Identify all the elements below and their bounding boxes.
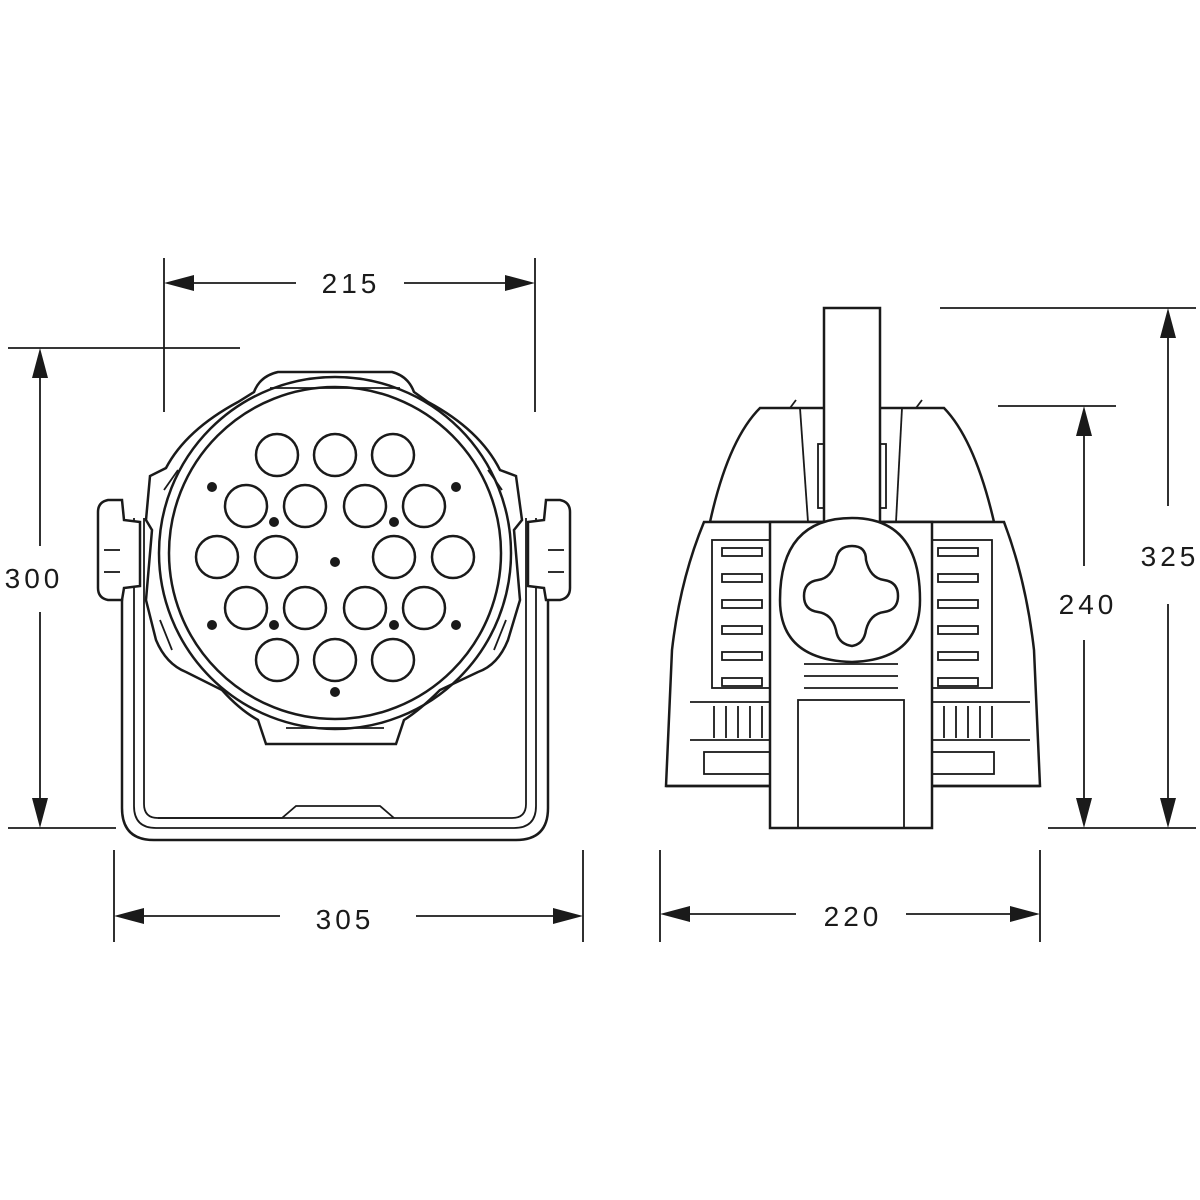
led <box>223 585 269 631</box>
led <box>194 534 240 580</box>
front-led-array <box>194 432 476 683</box>
led <box>370 432 416 478</box>
screw <box>389 517 399 527</box>
led <box>254 637 300 683</box>
dimension-label: 325 <box>1141 541 1200 572</box>
dimension-front-lens-width: 215 <box>163 258 536 412</box>
dimension-side-total-height: 325 <box>940 307 1200 829</box>
front-yoke-bracket <box>120 518 550 842</box>
front-left-knob <box>96 498 142 602</box>
led <box>371 534 417 580</box>
screw <box>207 620 217 630</box>
front-screws <box>207 482 461 697</box>
dimension-front-base-width: 305 <box>113 850 584 942</box>
screw <box>451 620 461 630</box>
screw <box>269 620 279 630</box>
front-view <box>96 370 572 842</box>
led <box>312 637 358 683</box>
dimension-label: 300 <box>5 563 64 594</box>
side-mounting-hub <box>778 516 922 664</box>
screw <box>330 687 340 697</box>
led <box>253 534 299 580</box>
screw <box>330 557 340 567</box>
side-yoke-arm <box>822 306 882 560</box>
led <box>254 432 300 478</box>
screw <box>451 482 461 492</box>
dimension-side-width: 220 <box>659 850 1041 942</box>
dimension-side-body-height: 240 <box>998 405 1118 828</box>
led <box>312 432 358 478</box>
front-right-knob <box>526 498 572 602</box>
dimension-label: 305 <box>316 904 375 935</box>
led <box>282 585 328 631</box>
led <box>370 637 416 683</box>
screw <box>389 620 399 630</box>
led <box>430 534 476 580</box>
dimension-label: 215 <box>322 268 381 299</box>
led <box>223 483 269 529</box>
dimension-front-height: 300 <box>5 347 240 829</box>
led <box>342 585 388 631</box>
side-view <box>664 306 1042 830</box>
led <box>401 483 447 529</box>
led <box>282 483 328 529</box>
led <box>342 483 388 529</box>
dimension-label: 220 <box>824 901 883 932</box>
dimension-label: 240 <box>1059 589 1118 620</box>
screw <box>207 482 217 492</box>
led <box>401 585 447 631</box>
screw <box>269 517 279 527</box>
dimension-lines: 215 300 305 <box>5 258 1200 942</box>
